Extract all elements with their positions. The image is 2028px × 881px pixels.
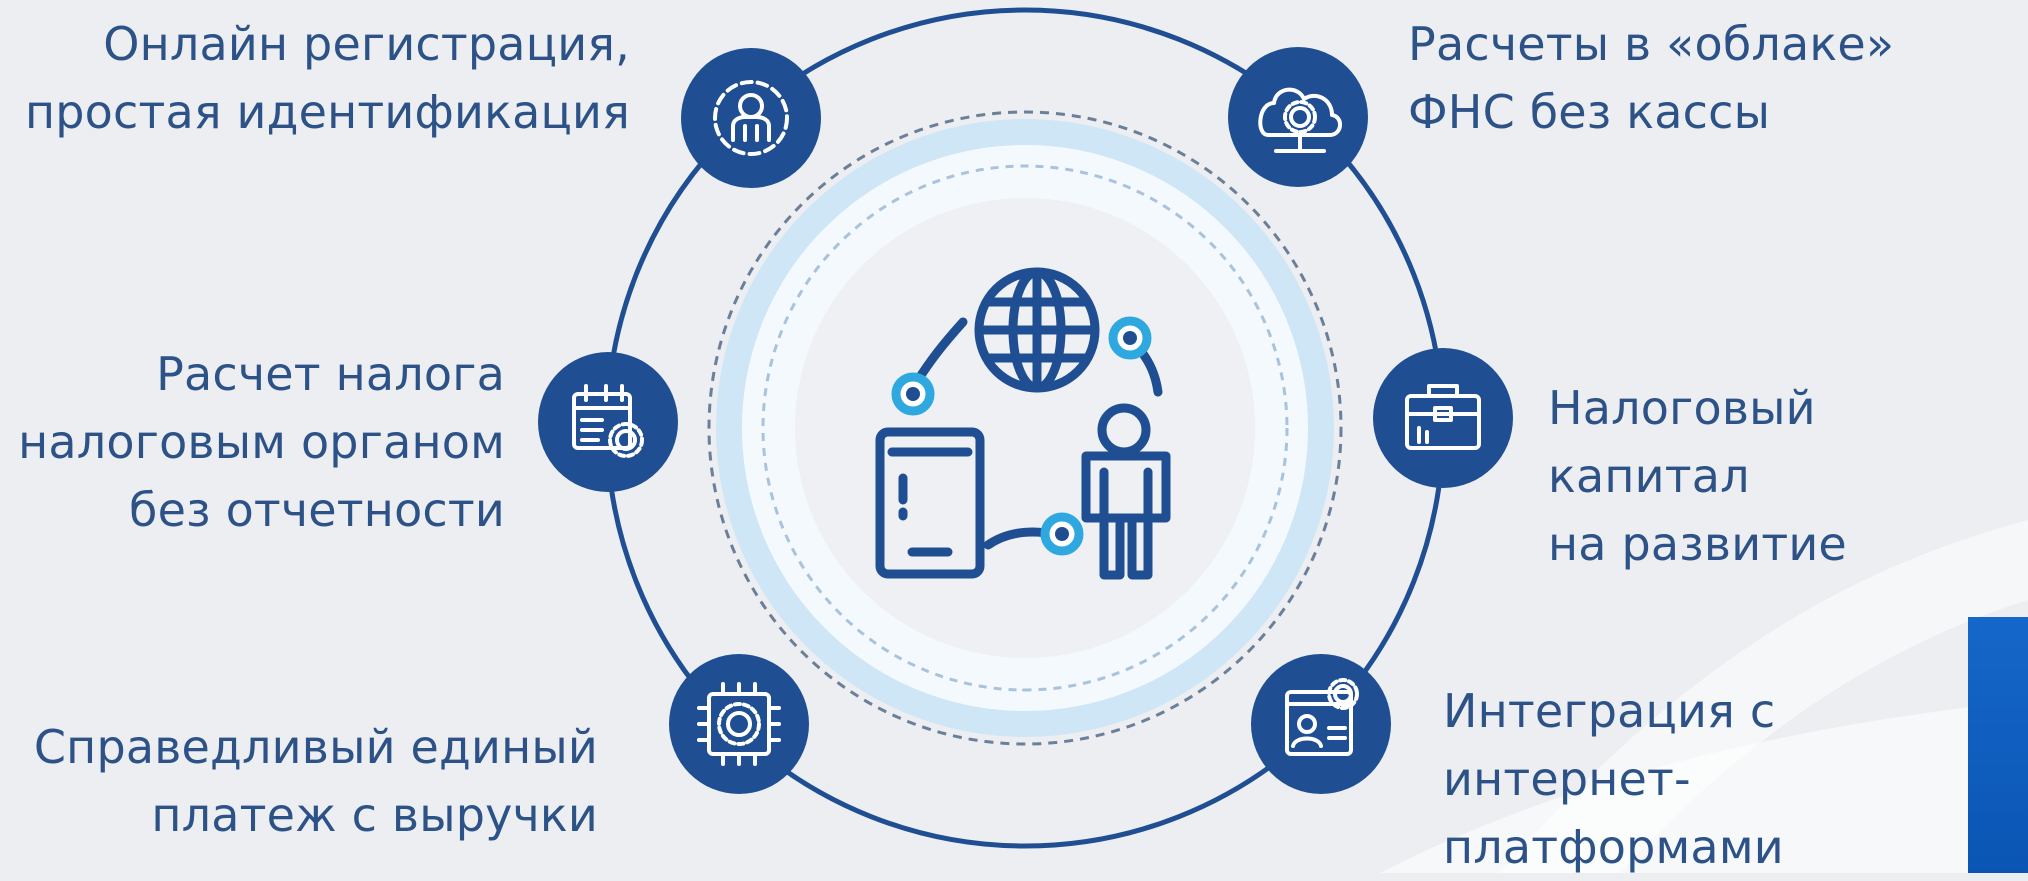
feature-label-single-payment: Справедливый единый платеж с выручки — [33, 720, 598, 842]
briefcase-icon — [1373, 348, 1513, 488]
user-gear-icon — [681, 48, 821, 188]
inner-dashed-ring — [761, 164, 1289, 692]
network-node-dots — [891, 316, 1152, 556]
center-disc — [795, 198, 1255, 658]
accent-bar — [1968, 617, 2028, 873]
feature-label-platform-integration: Интеграция с интернет- платформами — [1443, 684, 1784, 874]
feature-label-online-registration: Онлайн регистрация, простая идентификаци… — [24, 17, 630, 139]
outer-dashed-ring — [707, 110, 1343, 746]
feature-label-cloud-calculations: Расчеты в «облаке» ФНС без кассы — [1408, 17, 1895, 139]
feature-label-tax-calculation: Расчет налога налоговым органом без отче… — [18, 347, 505, 537]
profile-window-gear-icon — [1251, 654, 1391, 794]
chip-gear-icon — [669, 654, 809, 794]
cloud-gear-icon — [1228, 47, 1368, 187]
calendar-gear-icon — [538, 352, 678, 492]
globe-phone-person-network-icon — [875, 267, 1171, 580]
feature-label-tax-capital: Налоговый капитал на развитие — [1548, 381, 1847, 571]
